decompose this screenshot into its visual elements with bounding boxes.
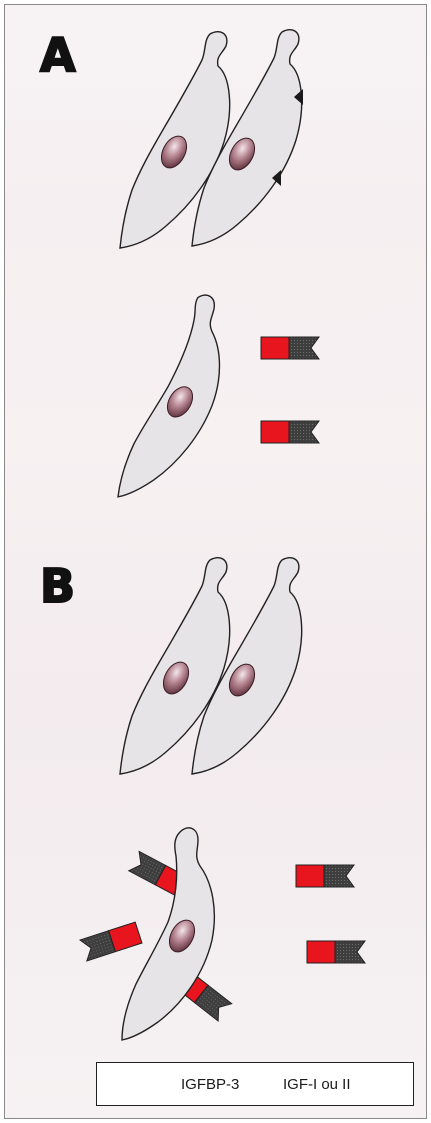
cell-a3 <box>118 295 220 497</box>
legend-complex-label: IGFBP-3 <box>181 1076 239 1093</box>
igfbp3-complex <box>261 337 319 359</box>
igfbp3-complex <box>296 865 354 887</box>
panel-b-cell-with-receptors <box>80 828 365 1040</box>
panel-a-cell-pair <box>120 30 303 248</box>
panel-b-cell-pair <box>120 558 302 774</box>
igfbp3-complex <box>261 421 319 443</box>
legend-ligand-label: IGF-I ou II <box>283 1076 351 1093</box>
panel-a-single-cell <box>118 295 319 497</box>
bound-igfbp3-complex <box>80 922 142 961</box>
igfbp3-complex <box>307 941 365 963</box>
legend-box: IGFBP-3 IGF-I ou II <box>96 1062 414 1106</box>
